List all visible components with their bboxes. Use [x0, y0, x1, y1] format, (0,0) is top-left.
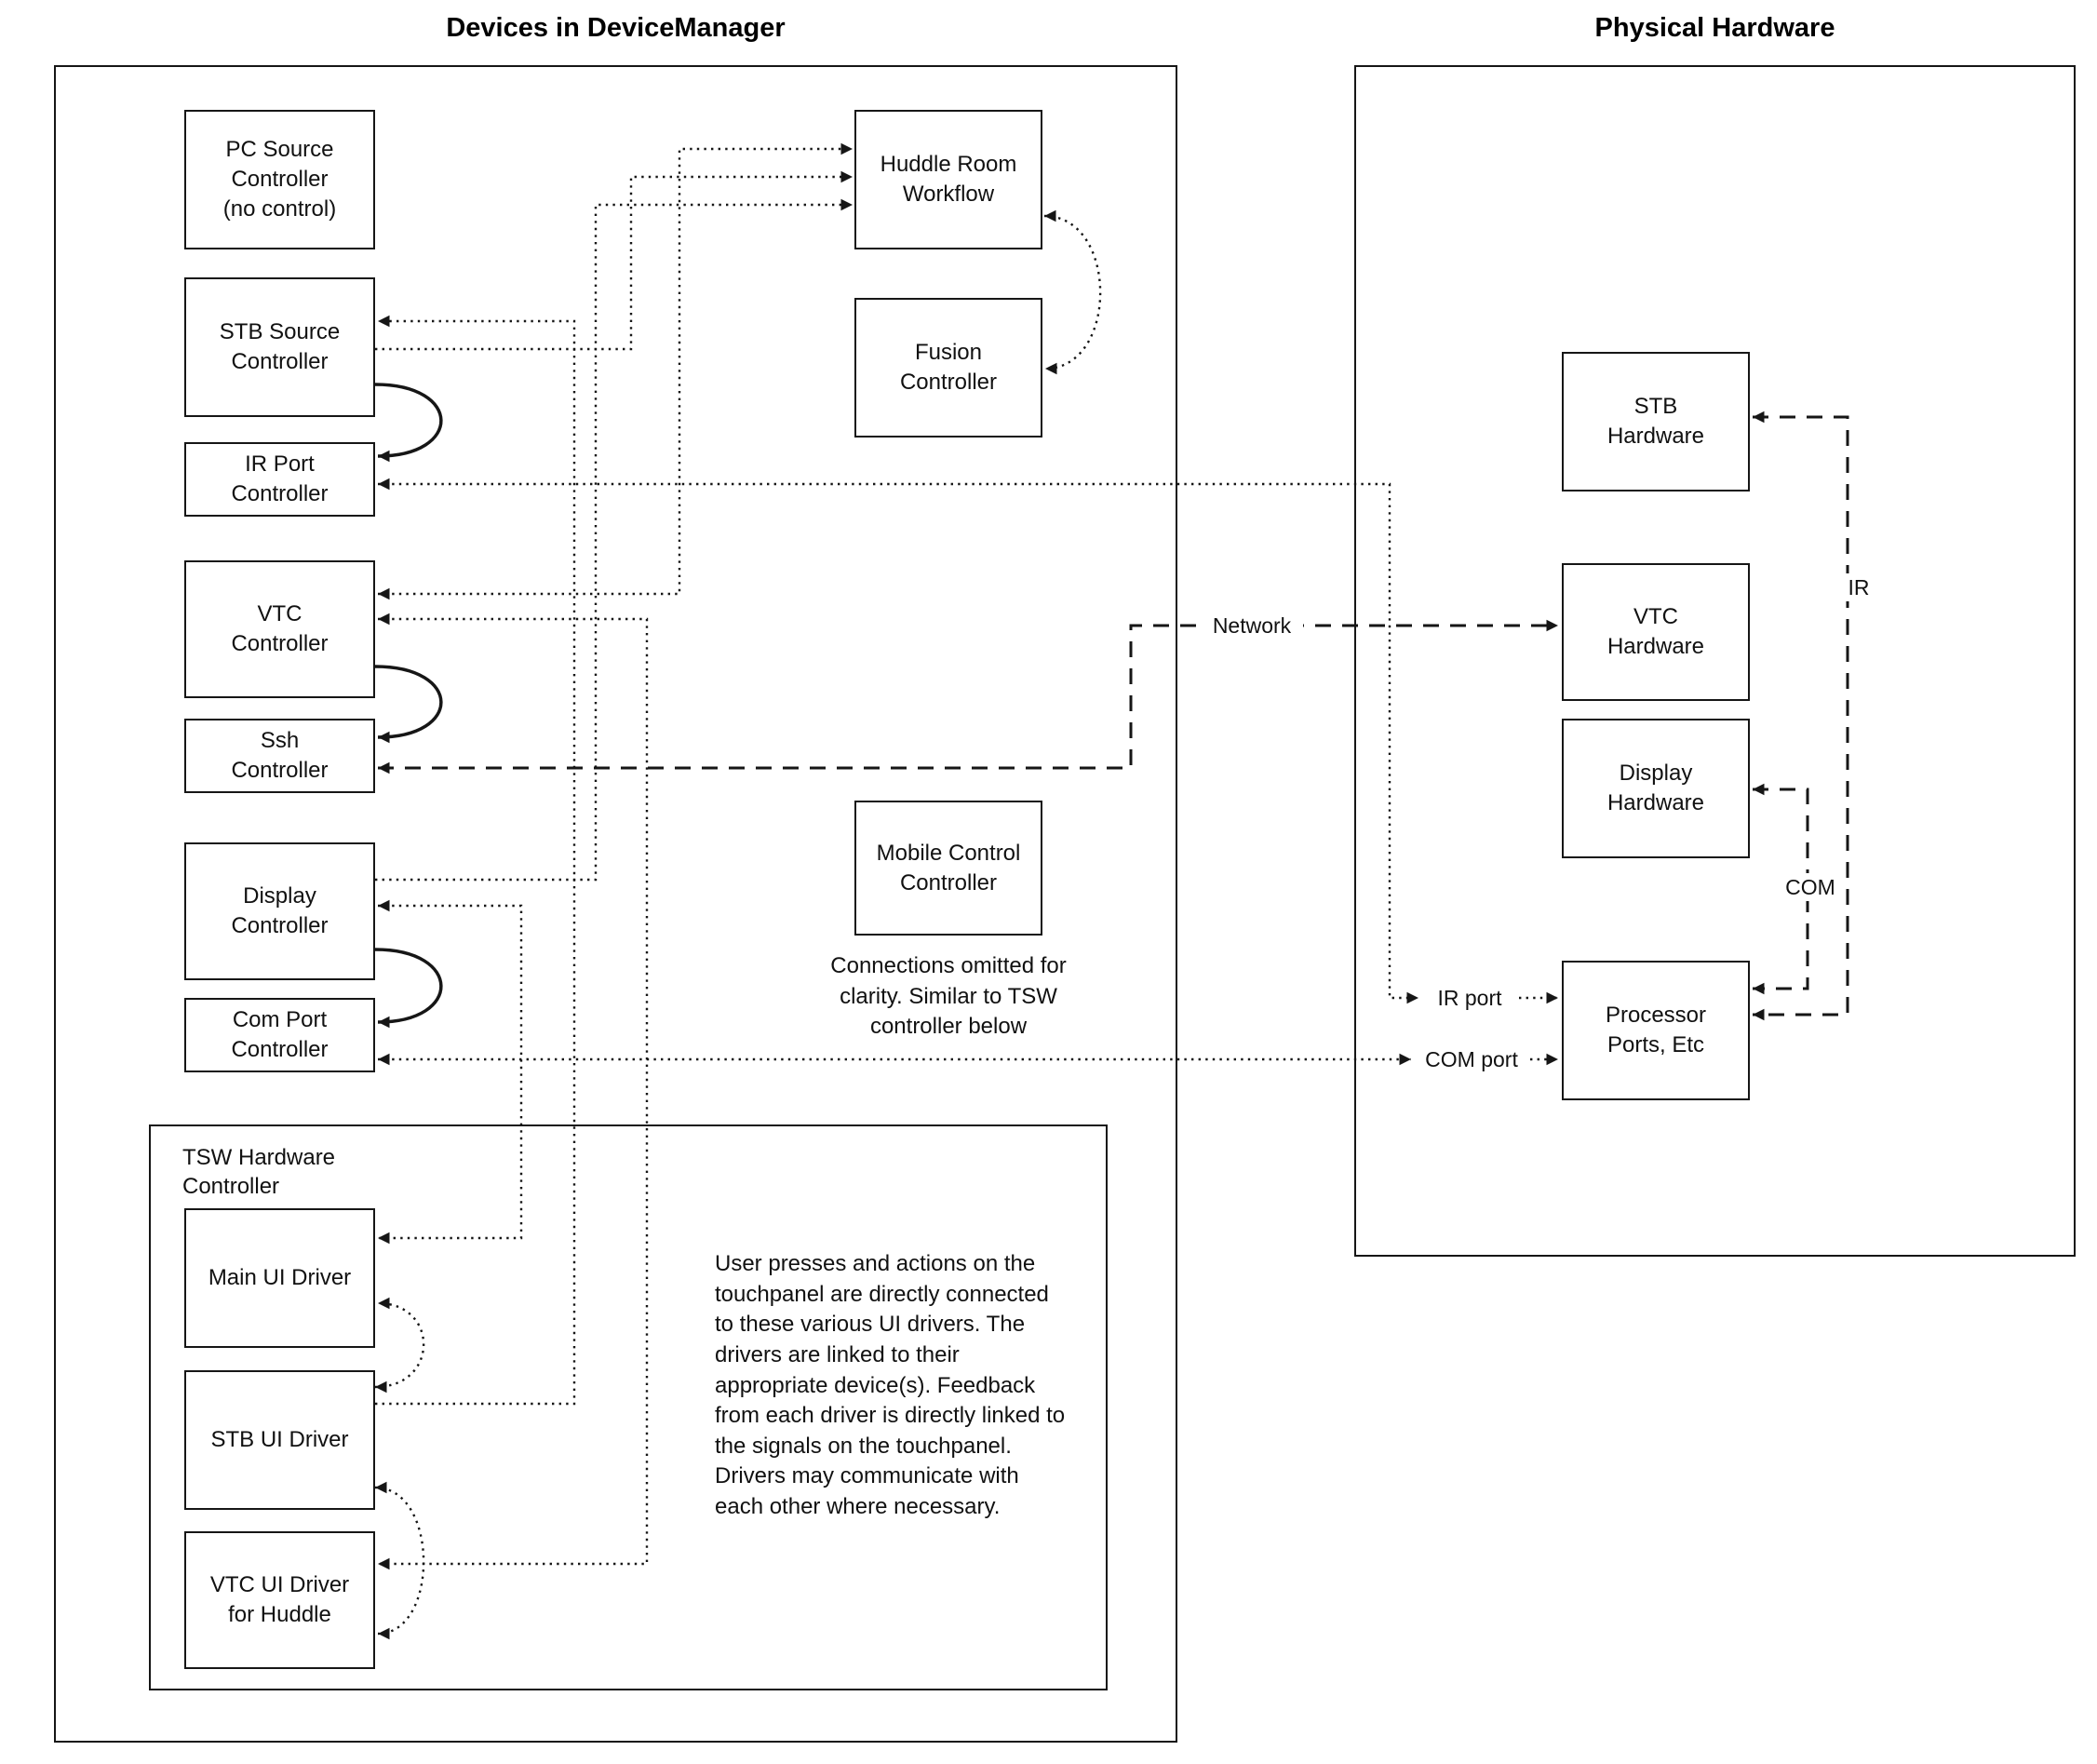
node-vtc-hardware: VTC Hardware	[1562, 563, 1750, 701]
node-label: STB UI Driver	[210, 1427, 349, 1453]
node-label: Display Hardware	[1606, 761, 1705, 815]
node-label: Mobile Control Controller	[876, 840, 1021, 895]
node-label: Com Port Controller	[231, 1007, 329, 1062]
node-label: Main UI Driver	[208, 1265, 352, 1291]
com-port-line-label: COM port	[1417, 1045, 1526, 1073]
node-label: STB Hardware	[1606, 394, 1705, 449]
node-stb-hardware: STB Hardware	[1562, 352, 1750, 491]
network-line-label: Network	[1201, 611, 1303, 640]
mobile-control-note: Connections omitted for clarity. Similar…	[830, 953, 1067, 1040]
node-label: Display Controller	[231, 883, 329, 938]
tsw-description-note: User presses and actions on the touchpan…	[715, 1251, 1066, 1519]
node-label: VTC Hardware	[1606, 604, 1705, 659]
node-display-controller: Display Controller	[184, 842, 375, 980]
node-mobile-control-controller: Mobile Control Controller	[854, 801, 1042, 936]
tsw-container-label: TSW Hardware Controller	[182, 1145, 336, 1200]
node-stb-ui-driver: STB UI Driver	[184, 1370, 375, 1510]
ir-line-label: IR	[1839, 573, 1878, 601]
com-line-label: COM	[1778, 873, 1843, 901]
node-label: VTC Controller	[231, 601, 329, 656]
node-display-hardware: Display Hardware	[1562, 719, 1750, 858]
device-manager-title: Devices in DeviceManager	[446, 13, 786, 43]
node-pc-source-controller: PC Source Controller (no control)	[184, 110, 375, 249]
node-label: Ssh Controller	[231, 728, 329, 783]
node-stb-source-controller: STB Source Controller	[184, 277, 375, 417]
node-huddle-room-workflow: Huddle Room Workflow	[854, 110, 1042, 249]
node-vtc-ui-driver: VTC UI Driver for Huddle	[184, 1531, 375, 1669]
node-com-port-controller: Com Port Controller	[184, 998, 375, 1072]
node-label: Processor Ports, Etc	[1605, 1003, 1707, 1057]
ir-port-line-label: IR port	[1424, 984, 1515, 1012]
node-processor-ports: Processor Ports, Etc	[1562, 961, 1750, 1100]
node-ssh-controller: Ssh Controller	[184, 719, 375, 793]
node-label: PC Source Controller (no control)	[222, 137, 337, 222]
node-label: Fusion Controller	[899, 340, 998, 395]
node-label: STB Source Controller	[219, 319, 341, 374]
node-main-ui-driver: Main UI Driver	[184, 1208, 375, 1348]
node-ir-port-controller: IR Port Controller	[184, 442, 375, 517]
node-vtc-controller: VTC Controller	[184, 560, 375, 698]
physical-hardware-title: Physical Hardware	[1594, 13, 1835, 43]
node-label: VTC UI Driver for Huddle	[209, 1572, 350, 1627]
node-label: IR Port Controller	[231, 451, 329, 506]
node-fusion-controller: Fusion Controller	[854, 298, 1042, 438]
node-label: Huddle Room Workflow	[880, 152, 1017, 207]
